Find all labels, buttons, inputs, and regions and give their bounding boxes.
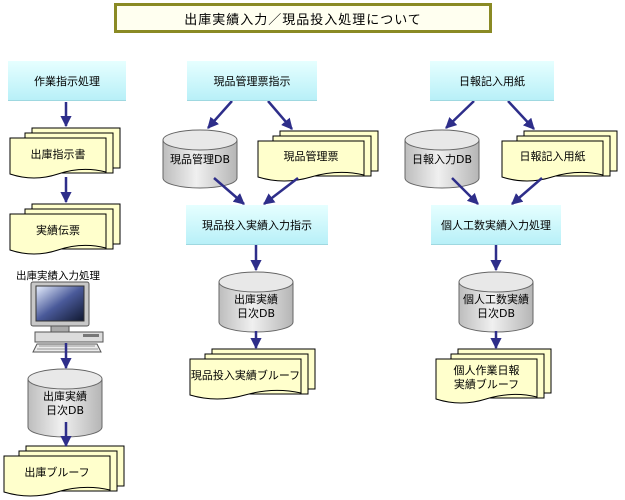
right-doc-stack-1 (501, 130, 618, 182)
right-process-1-label: 日報記入用紙 (459, 74, 525, 88)
right-db-2-line1: 個人工数実績 (463, 293, 529, 306)
left-process-1-label: 作業指示処理 (34, 74, 100, 88)
right-db-cylinder-2 (458, 271, 534, 333)
right-db-2-line2: 日次DB (476, 307, 516, 320)
left-db-cylinder (27, 368, 103, 438)
left-doc-2-label: 実績伝票 (36, 224, 80, 237)
left-db-line2: 日次DB (45, 404, 85, 417)
left-db-label: 出庫実績 日次DB (28, 388, 102, 420)
right-process-2-label: 個人工数実績入力処理 (441, 218, 551, 232)
right-process-personal-hours: 個人工数実績入力処理 (431, 205, 561, 245)
center-process-input-instruction: 現品投入実績入力指示 (186, 205, 328, 245)
center-process-1-label: 現品管理票指示 (213, 74, 291, 88)
left-db-line1: 出庫実績 (43, 390, 87, 403)
pc-caption: 出庫実績入力処理 (16, 270, 100, 282)
left-doc-1-label: 出庫指示書 (30, 148, 86, 161)
right-process-daily-report-form: 日報記入用紙 (430, 61, 554, 101)
right-doc-2-line2: 実績ブルーフ (453, 378, 520, 391)
diagram-title: 出庫実績入力／現品投入処理について (114, 3, 492, 33)
left-doc-stack-1 (9, 127, 121, 179)
center-process-2-label: 現品投入実績入力指示 (202, 218, 312, 232)
right-db-2-label: 個人工数実績 日次DB (459, 291, 533, 323)
flow-arrows (60, 100, 543, 448)
center-db-2-line2: 日次DB (236, 307, 276, 320)
center-db-cylinder-1 (162, 129, 238, 189)
left-doc-3-label: 出庫ブルーフ (24, 466, 90, 479)
center-process-management-sheet: 現品管理票指示 (187, 61, 317, 101)
left-process-work-instruction: 作業指示処理 (8, 61, 126, 101)
right-db-1-label: 日報入力DB (411, 153, 473, 166)
center-db-2-label: 出庫実績 日次DB (219, 291, 293, 323)
computer-icon (30, 281, 104, 353)
right-doc-2-label: 個人作業日報 実績ブルーフ (436, 361, 537, 395)
center-db-2-line1: 出庫実績 (234, 293, 278, 306)
right-db-cylinder-1 (404, 129, 480, 189)
center-db-1-label: 現品管理DB (169, 153, 231, 166)
center-doc-1-label: 現品管理票 (283, 150, 339, 163)
center-doc-stack-2 (189, 348, 316, 400)
right-doc-1-label: 日報記入用紙 (519, 150, 586, 163)
left-doc-stack-3 (3, 445, 125, 497)
right-doc-2-line1: 個人作業日報 (453, 364, 520, 377)
right-doc-stack-2 (435, 348, 552, 404)
left-doc-stack-2 (9, 203, 121, 255)
center-doc-stack-1 (257, 130, 379, 182)
center-doc-2-label: 現品投入実績ブルーフ (190, 369, 301, 382)
